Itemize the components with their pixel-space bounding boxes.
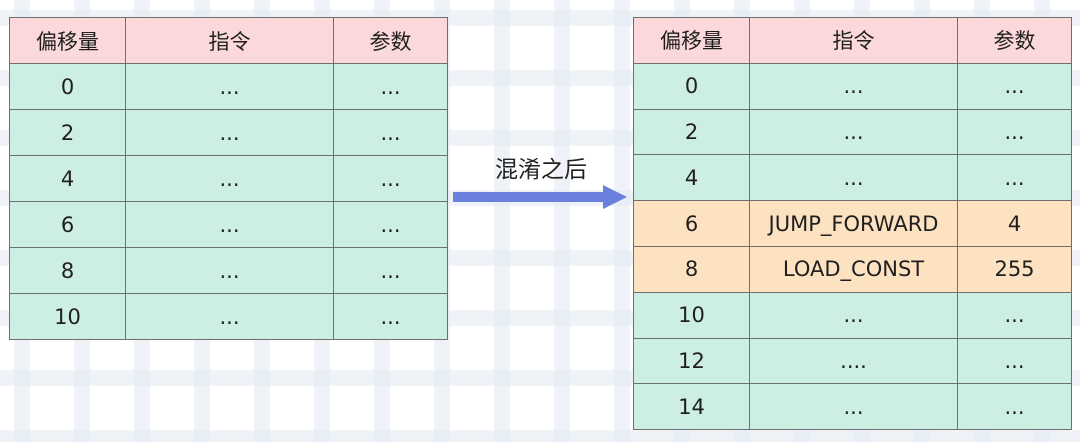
instruction-cell: ...	[125, 63, 334, 110]
offset-cell: 2	[633, 108, 750, 156]
table-row: 0 ... ...	[9, 63, 448, 110]
offset-cell: 4	[9, 155, 126, 202]
right-arrow-icon	[453, 185, 627, 209]
offset-cell: 10	[633, 291, 750, 339]
table-row-highlighted: 8 LOAD_CONST 255	[633, 245, 1072, 293]
table-after: 偏移量 指令 参数 0 ... ... 2 ... ... 4 ... ... …	[633, 17, 1072, 431]
instruction-cell: ...	[125, 293, 334, 340]
argument-cell: ...	[957, 108, 1072, 156]
offset-cell: 12	[633, 337, 750, 385]
header-row: 偏移量 指令 参数	[633, 17, 1072, 64]
arrow-label: 混淆之后	[495, 157, 587, 183]
table-row: 4 ... ...	[633, 154, 1072, 202]
instruction-cell: ....	[749, 337, 958, 385]
table-row: 14 ... ...	[633, 383, 1072, 431]
table-row: 0 ... ...	[633, 62, 1072, 110]
instruction-cell: ...	[125, 109, 334, 156]
offset-cell: 0	[9, 63, 126, 110]
argument-cell: ...	[957, 337, 1072, 385]
offset-cell: 6	[633, 200, 750, 247]
offset-cell: 4	[633, 154, 750, 202]
instruction-cell: ...	[125, 155, 334, 202]
instruction-cell: JUMP_FORWARD	[749, 200, 958, 247]
argument-cell: ...	[333, 293, 448, 340]
table-row: 6 ... ...	[9, 201, 448, 248]
instruction-cell: LOAD_CONST	[749, 245, 958, 293]
header-instruction: 指令	[125, 17, 334, 64]
argument-cell: ...	[333, 247, 448, 294]
instruction-cell: ...	[749, 291, 958, 339]
argument-cell: ...	[333, 109, 448, 156]
transform-arrow: 混淆之后	[453, 140, 629, 220]
header-offset: 偏移量	[9, 17, 126, 64]
table-row: 8 ... ...	[9, 247, 448, 294]
argument-cell: ...	[333, 155, 448, 202]
table-row: 2 ... ...	[9, 109, 448, 156]
argument-cell: 4	[957, 200, 1072, 247]
arrow-shaft	[453, 192, 605, 202]
offset-cell: 8	[633, 245, 750, 293]
argument-cell: 255	[957, 245, 1072, 293]
offset-cell: 10	[9, 293, 126, 340]
header-instruction: 指令	[749, 17, 958, 64]
argument-cell: ...	[957, 291, 1072, 339]
table-row: 4 ... ...	[9, 155, 448, 202]
header-argument: 参数	[957, 17, 1072, 64]
offset-cell: 14	[633, 383, 750, 431]
table-row: 10 ... ...	[633, 291, 1072, 339]
argument-cell: ...	[333, 201, 448, 248]
offset-cell: 8	[9, 247, 126, 294]
argument-cell: ...	[957, 62, 1072, 110]
table-row: 10 ... ...	[9, 293, 448, 340]
offset-cell: 0	[633, 62, 750, 110]
header-argument: 参数	[333, 17, 448, 64]
argument-cell: ...	[333, 63, 448, 110]
argument-cell: ...	[957, 383, 1072, 431]
instruction-cell: ...	[125, 201, 334, 248]
arrow-head	[603, 185, 627, 209]
instruction-cell: ...	[749, 154, 958, 202]
instruction-cell: ...	[749, 108, 958, 156]
table-row-highlighted: 6 JUMP_FORWARD 4	[633, 200, 1072, 247]
instruction-cell: ...	[125, 247, 334, 294]
table-before: 偏移量 指令 参数 0 ... ... 2 ... ... 4 ... ... …	[9, 17, 448, 340]
offset-cell: 6	[9, 201, 126, 248]
table-row: 2 ... ...	[633, 108, 1072, 156]
instruction-cell: ...	[749, 62, 958, 110]
instruction-cell: ...	[749, 383, 958, 431]
header-offset: 偏移量	[633, 17, 750, 64]
offset-cell: 2	[9, 109, 126, 156]
header-row: 偏移量 指令 参数	[9, 17, 448, 64]
argument-cell: ...	[957, 154, 1072, 202]
table-row: 12 .... ...	[633, 337, 1072, 385]
